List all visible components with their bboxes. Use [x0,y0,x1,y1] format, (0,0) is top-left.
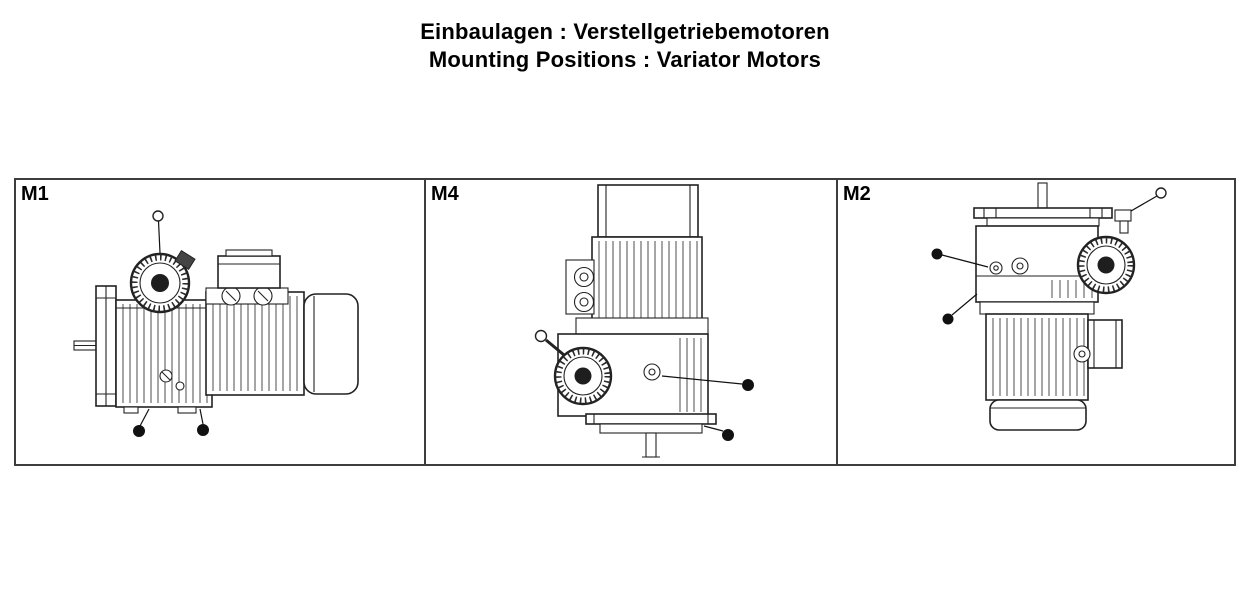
m1-output-shaft [73,340,97,351]
m4-side-mounting-plate [565,259,595,315]
m1-speed-control-dial [129,249,196,314]
m2-top-shaft [1037,182,1048,209]
m1-fan-cover [303,293,359,395]
m1-adapter-plate [205,286,289,306]
m2-terminal-box [1073,319,1123,369]
m4-position-indicator-dots [661,375,754,441]
m1-motor-body [205,291,305,396]
m2-variator-gearmotor-drawing [931,182,1167,431]
panel-m1: M1 [16,180,424,464]
m4-adapter-plate [575,317,709,335]
page-title: Einbaulagen : Verstellgetriebemotoren Mo… [0,18,1250,74]
panel-m4-label: M4 [431,183,459,205]
m4-terminal-box [597,184,699,238]
m4-motor-body [591,236,703,331]
m4-breather-fitting [534,329,565,357]
mounting-positions-panel-grid: M1 [14,178,1236,466]
m2-motor-body [985,313,1089,401]
m1-terminal-box [217,249,281,289]
m4-handwheel [553,346,613,406]
m2-bottom-end-cap [989,399,1087,431]
panel-m4: M4 [424,180,836,464]
m1-breather-pin-callout [152,210,164,254]
m2-breather-callout [1114,187,1167,234]
m1-output-flange [95,285,117,407]
panel-m1-label: M1 [21,183,49,205]
m2-top-flange [973,207,1113,227]
m1-variator-gearmotor-drawing [73,210,359,437]
m4-output-flange [585,413,717,458]
panel-m2-label: M2 [843,183,871,205]
m4-variator-gearmotor-drawing [534,184,754,458]
panel-m2: M2 [836,180,1234,464]
m1-position-indicator-dots [133,408,209,437]
m1-gear-housing [115,299,213,414]
m2-position-indicator-dots [931,248,989,325]
page-title-english: Mounting Positions : Variator Motors [428,47,822,72]
m2-mid-flange [979,301,1095,315]
page-title-german: Einbaulagen : Verstellgetriebemotoren [420,19,830,44]
m2-handwheel [1076,235,1136,295]
